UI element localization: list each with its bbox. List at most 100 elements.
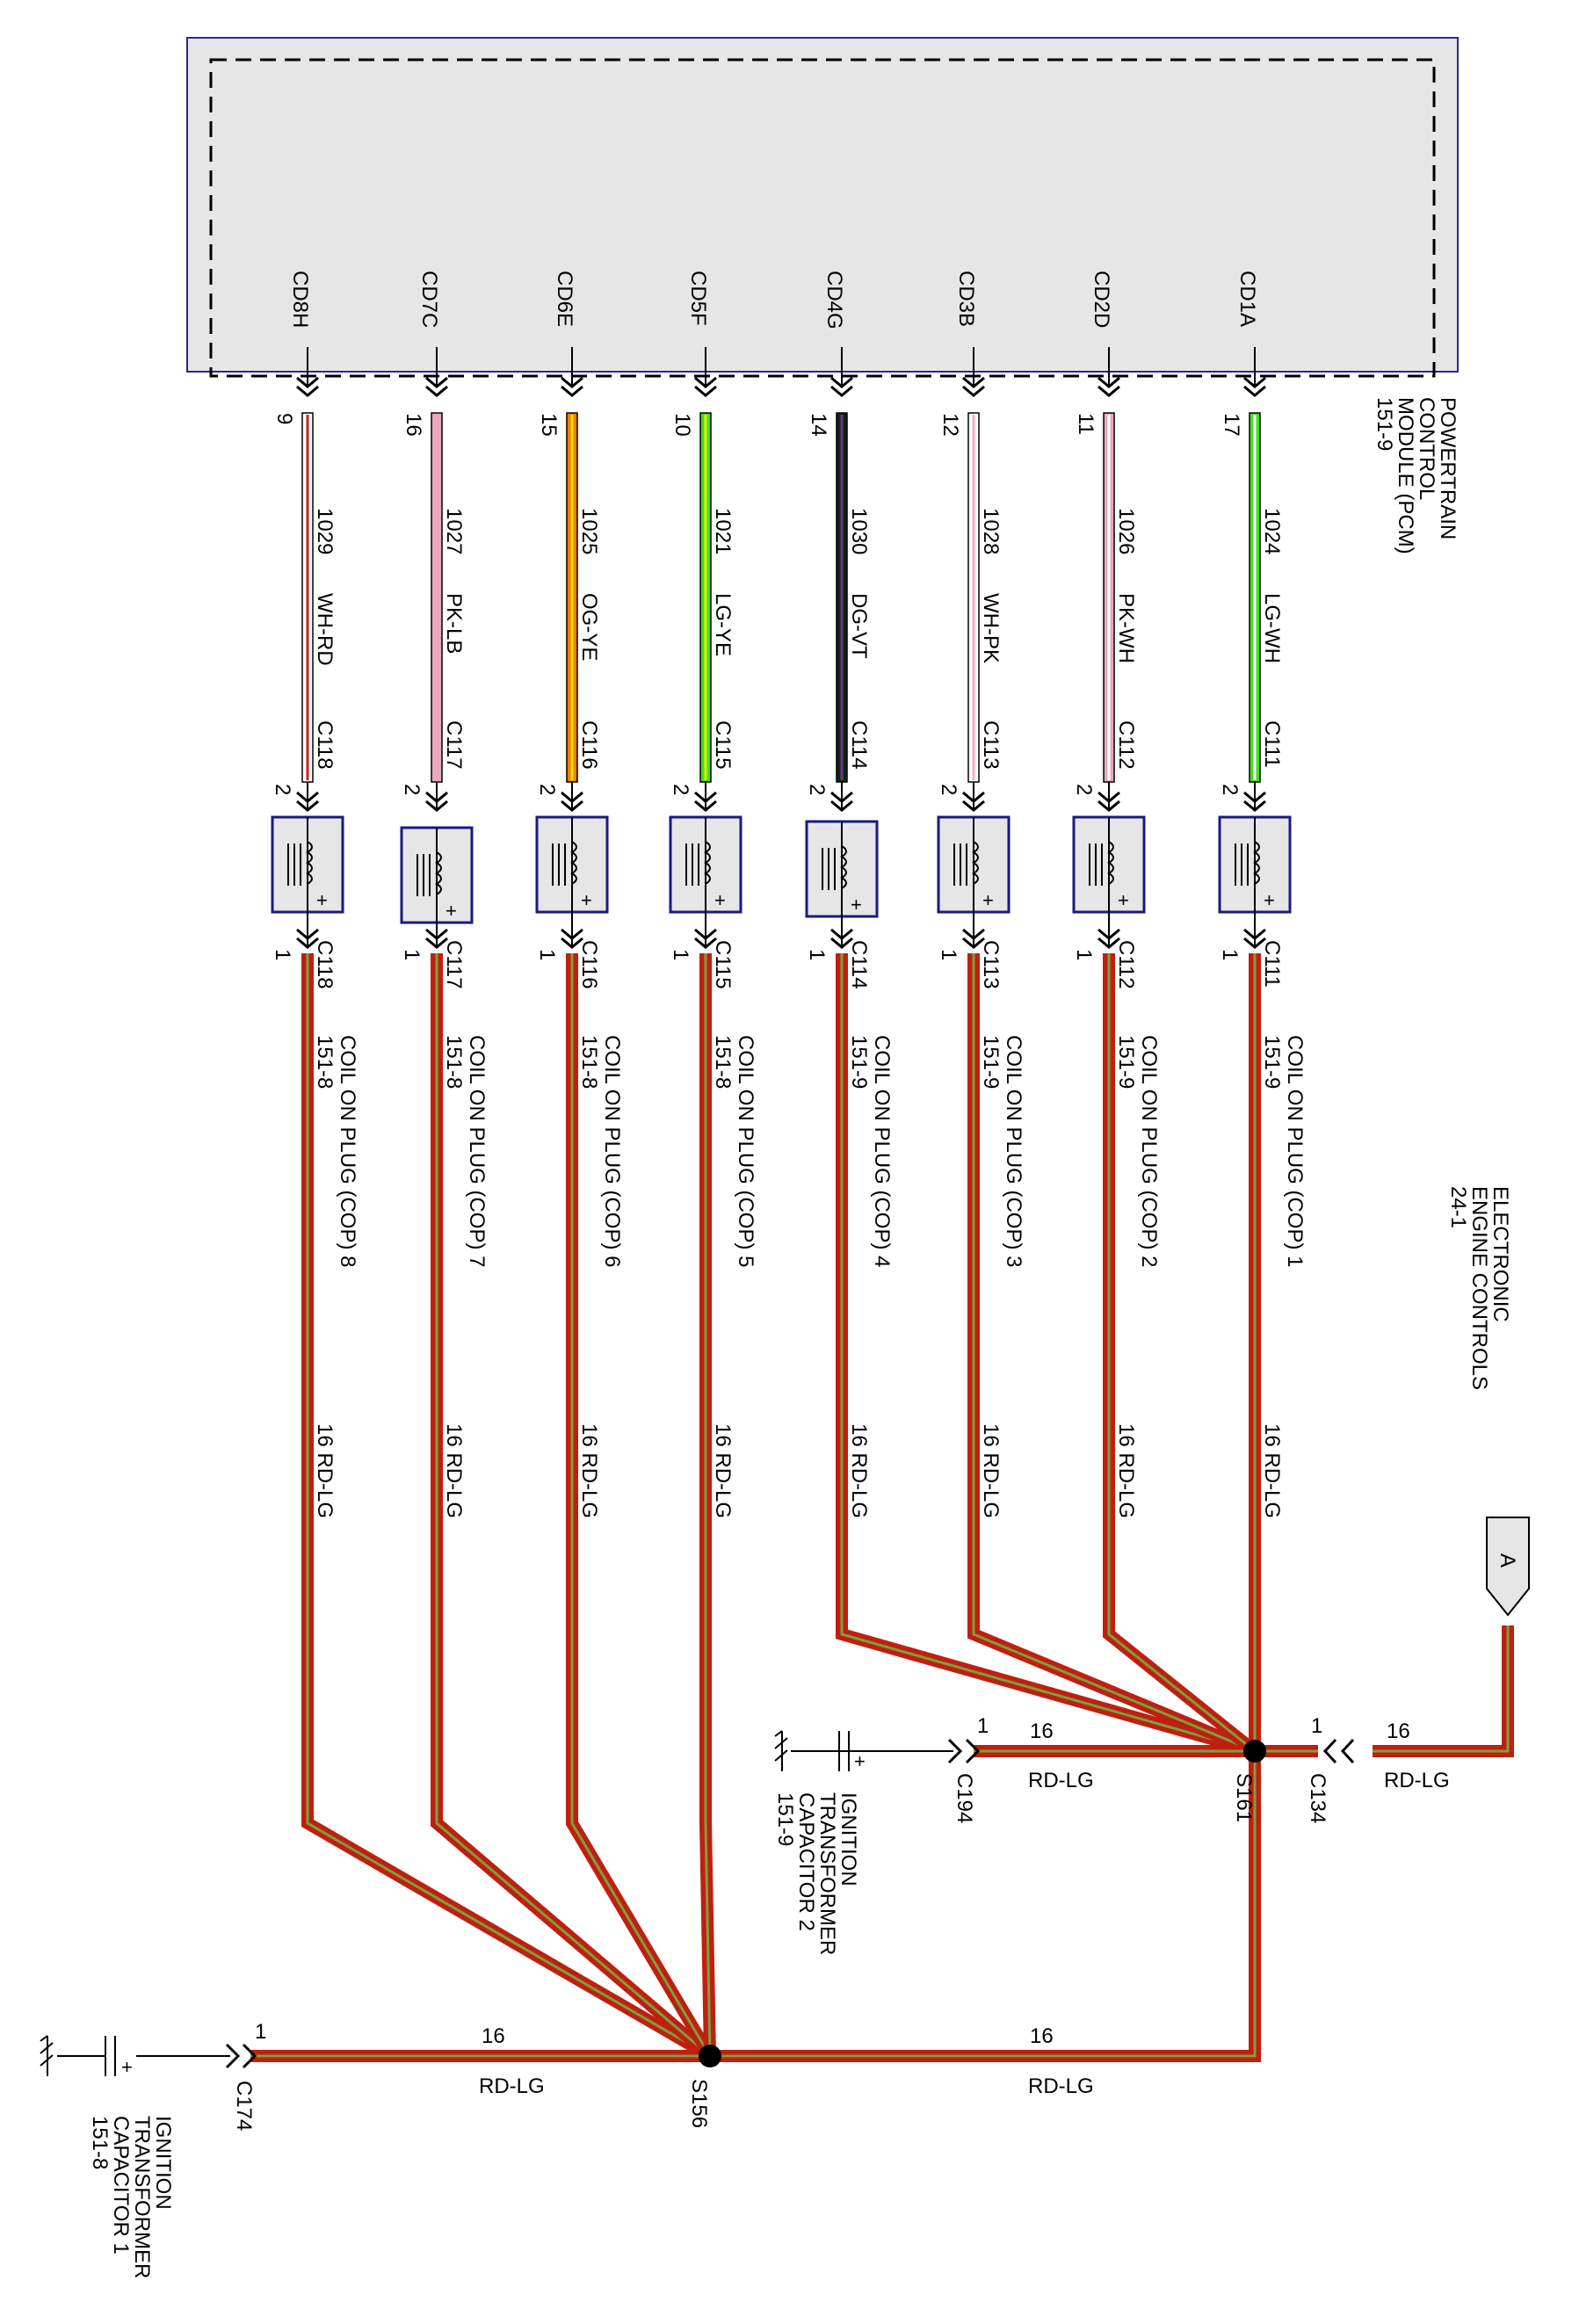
coil-plus: +: [1264, 889, 1275, 911]
splice-s156: [699, 2045, 721, 2067]
coil-ref: 151-9: [979, 1035, 1003, 1089]
c174-pin: 1: [255, 2020, 266, 2044]
coil-name: COIL ON PLUG (COP) 4: [870, 1035, 894, 1268]
coil-ref: 151-8: [442, 1035, 466, 1089]
coil-pin-top: 2: [805, 784, 829, 795]
circuit-color: PK-WH: [1114, 593, 1138, 663]
coil-pin-bottom: 1: [805, 949, 829, 960]
coil-name: COIL ON PLUG (COP) 5: [734, 1035, 757, 1268]
coil-pin-top: 2: [937, 784, 960, 795]
c194-pin: 1: [977, 1714, 989, 1738]
pcm-pin-label: CD1A: [1235, 271, 1259, 327]
coil-ref: 151-8: [313, 1035, 337, 1089]
coil-bottom-connector: C113: [979, 940, 1003, 989]
coil-plus: +: [851, 894, 862, 916]
coil-pin-bottom: 1: [1218, 949, 1242, 960]
c174-connector: 1 C174: [136, 2020, 266, 2131]
coil-pin-top: 2: [400, 784, 424, 795]
coil-bottom-connector: C115: [711, 940, 735, 989]
feed-gauge-c134: 16: [1387, 1719, 1410, 1743]
circuit-color: DG-VT: [847, 593, 871, 659]
coil-bottom-connector: C118: [313, 940, 337, 989]
circuit-number: 1025: [577, 508, 601, 554]
coil-plus: +: [446, 900, 457, 922]
coil-top-connector: C113: [979, 720, 1003, 770]
coil-pin-top: 2: [535, 784, 559, 795]
circuit-color: WH-PK: [979, 593, 1003, 663]
return-wire: [836, 953, 1257, 1757]
coil-top-connector: C112: [1114, 720, 1138, 770]
circuit-number: 1026: [1114, 508, 1138, 554]
feed-color-left: RD-LG: [479, 2074, 545, 2098]
coil-top-connector: C115: [711, 720, 735, 770]
section-ref-label: ELECTRONIC ENGINE CONTROLS 24-1: [1446, 1186, 1512, 1396]
coil-pin-top: 2: [1072, 784, 1096, 795]
c174-label: C174: [232, 2081, 256, 2131]
capacitor-1-plus: +: [121, 2056, 133, 2078]
coil-plus: +: [316, 889, 328, 911]
c134-connector: 1 C134: [1306, 1714, 1355, 1823]
pcm-pin-number: 11: [1074, 413, 1098, 435]
offpage-a-label: A: [1496, 1553, 1519, 1567]
coil-top-connector: C117: [442, 720, 466, 770]
pcm-pin-number: 10: [670, 413, 694, 437]
coil-pin-bottom: 1: [535, 949, 559, 960]
circuit-number: 1030: [847, 508, 871, 554]
feed-gauge-c194: 16: [1030, 1719, 1054, 1743]
coil-plus: +: [581, 889, 592, 911]
splice-s156-label: S156: [687, 2079, 711, 2128]
feed-gauge-right: 16: [1030, 2024, 1054, 2048]
coil-top-connector: C118: [313, 720, 337, 770]
coil-name: COIL ON PLUG (COP) 2: [1137, 1035, 1161, 1268]
coil-bottom-connector: C111: [1260, 940, 1284, 988]
return-wire-label: 16 RD-LG: [313, 1423, 337, 1518]
coil-pin-top: 2: [1218, 784, 1242, 795]
coil-ref: 151-8: [711, 1035, 735, 1089]
bus-c134: [1255, 1625, 1514, 1757]
circuit-number: 1028: [979, 508, 1003, 554]
coil-ref: 151-9: [847, 1035, 871, 1089]
coil-bottom-connector: C112: [1114, 940, 1138, 989]
pcm-pin-label: CD4G: [822, 271, 846, 329]
coil-bottom-connector: C114: [847, 940, 871, 989]
coil-pin-top: 2: [271, 784, 294, 795]
coil-top-connector: C116: [577, 720, 601, 770]
c134-label: C134: [1306, 1773, 1329, 1823]
coil-bottom-connector: C117: [442, 940, 466, 989]
pcm-module: [186, 37, 1459, 378]
return-wire-label: 16 RD-LG: [979, 1423, 1003, 1518]
capacitor-2: +: [774, 1730, 866, 1772]
c134-pin: 1: [1311, 1714, 1322, 1738]
feed-gauge-left: 16: [482, 2024, 505, 2048]
circuit-color: WH-RD: [313, 593, 337, 666]
bus-bottom-right: [710, 1751, 1261, 2062]
pcm-pin-label: CD8H: [288, 271, 312, 328]
splice-s161-label: S161: [1232, 1773, 1256, 1822]
pcm-pin-label: CD2D: [1090, 271, 1113, 328]
circuit-color: LG-WH: [1260, 593, 1284, 663]
circuit-number: 1027: [442, 508, 466, 554]
feed-network: S156 S161 16 RD-LG 16 RD-LG 16 RD-LG 16 …: [40, 1517, 1530, 2278]
pcm-pin-number: 16: [402, 413, 425, 437]
feed-color-right: RD-LG: [1028, 2074, 1094, 2098]
coil-pin-bottom: 1: [1072, 949, 1096, 960]
feed-color-c134: RD-LG: [1384, 1769, 1450, 1792]
coil-pin-top: 2: [669, 784, 692, 795]
pcm-pin-number: 12: [938, 413, 962, 437]
c194-label: C194: [953, 1773, 976, 1823]
pcm-pin-label: CD5F: [686, 271, 710, 326]
coil-top-connector: C111: [1260, 720, 1284, 768]
coil-name: COIL ON PLUG (COP) 8: [336, 1035, 359, 1268]
capacitor-2-label: IGNITION TRANSFORMER CAPACITOR 2 151-9: [773, 1792, 860, 1961]
coil-ref: 151-9: [1260, 1035, 1284, 1089]
coil-plus: +: [982, 889, 994, 911]
coil-pin-bottom: 1: [271, 949, 294, 960]
circuit-number: 1021: [711, 508, 735, 554]
pcm-pin-number: 17: [1220, 413, 1243, 437]
pcm-inner-dashed: [209, 58, 1436, 378]
